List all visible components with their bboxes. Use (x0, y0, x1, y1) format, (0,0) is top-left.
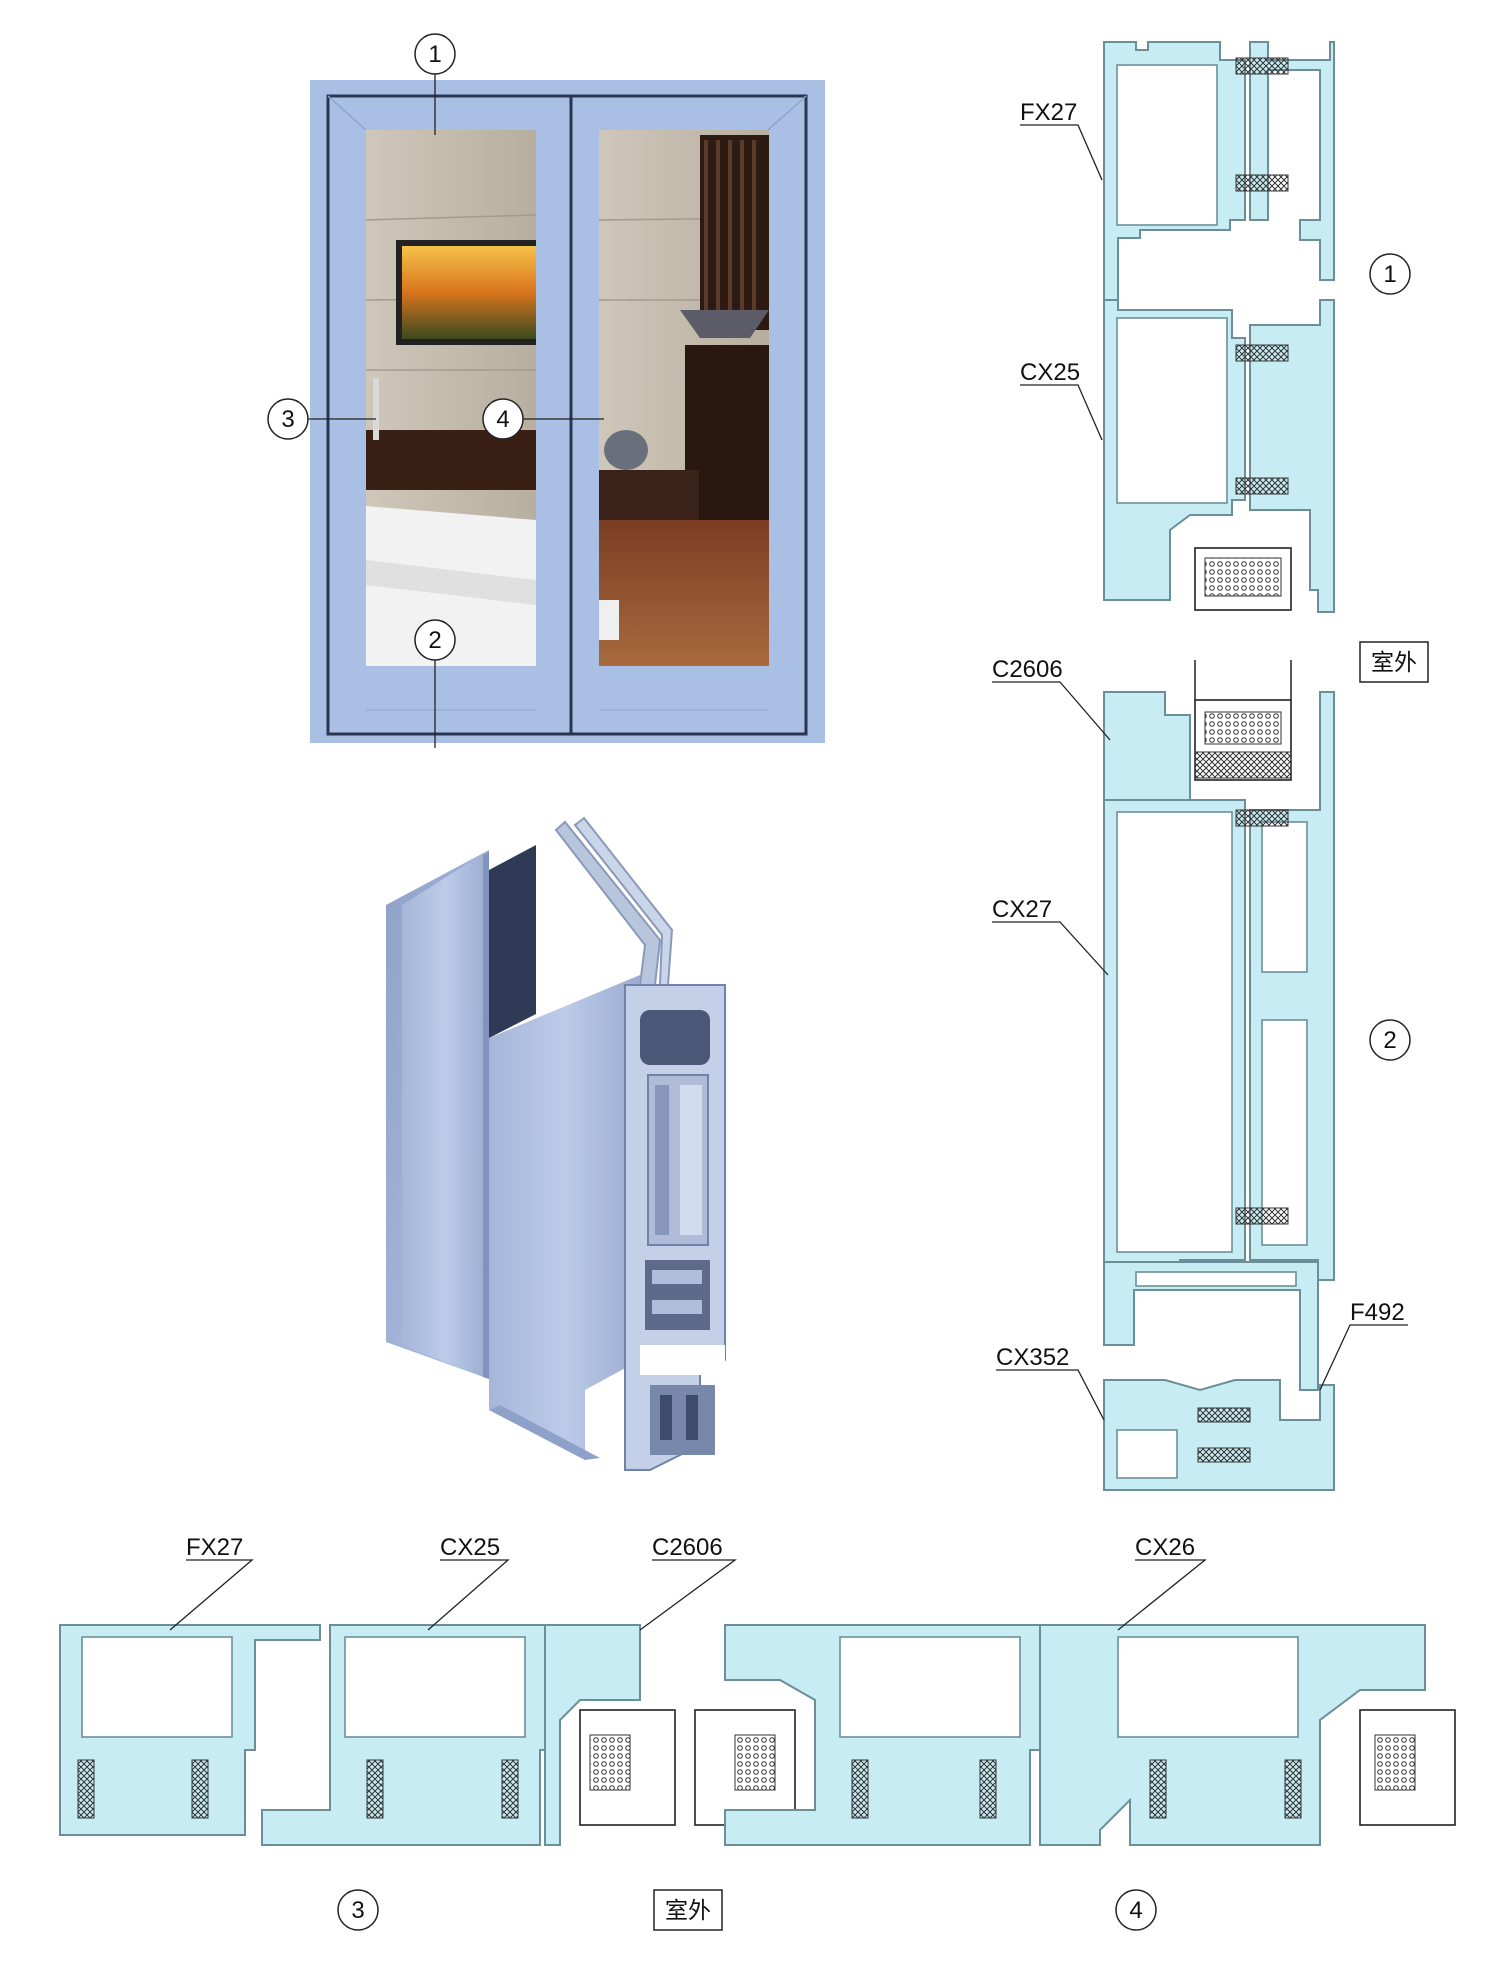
vertical-section-drawing (1103, 41, 1335, 1491)
label-cx352-vertical: CX352 (996, 1344, 1069, 1371)
bowl (680, 310, 769, 338)
callout-4: 4 (496, 406, 509, 433)
thermal-break (1235, 1207, 1289, 1225)
callout-3-circle (267, 398, 309, 440)
window-illustration (310, 80, 825, 743)
profile-3d-render (386, 816, 726, 1471)
outside-tag-vertical: 室外 (1371, 650, 1417, 676)
outside-tag-horizontal: 室外 (665, 1898, 711, 1924)
profile-c2606-horizontal (544, 1624, 641, 1846)
thermal-break (77, 1759, 95, 1819)
render-sash-face (489, 975, 640, 1460)
label-cx25-vertical: CX25 (1020, 359, 1080, 386)
label-cx26-horizontal: CX26 (1135, 1534, 1195, 1561)
callout-1: 1 (428, 41, 441, 68)
vertical-section-labels: FX27 CX25 C2606 CX27 F492 CX352 1 2 室外 (992, 99, 1429, 1421)
thermal-break (501, 1759, 519, 1819)
outside-tag-box-horizontal (653, 1889, 723, 1931)
thermal-break (1235, 477, 1289, 495)
label-c2606-horizontal: C2606 (652, 1534, 723, 1561)
callout-1-circle (414, 33, 456, 75)
label-cx27-vertical: CX27 (992, 896, 1052, 923)
marker-2: 2 (1383, 1027, 1396, 1054)
tv-screen (402, 246, 536, 339)
label-fx27-vertical: FX27 (1020, 99, 1077, 126)
decor-ball (604, 430, 648, 470)
thermal-break (1284, 1759, 1302, 1819)
thermal-break (1235, 344, 1289, 362)
marker-3: 3 (351, 1897, 364, 1924)
cabinet (366, 430, 536, 490)
thermal-break (979, 1759, 997, 1819)
horizontal-section-drawing (59, 1624, 1456, 1846)
marker-1: 1 (1383, 261, 1396, 288)
thermal-break (1149, 1759, 1167, 1819)
thermal-break (1235, 57, 1289, 75)
thermal-break (1235, 809, 1289, 827)
thermal-break (1197, 1407, 1251, 1423)
label-c2606-vertical: C2606 (992, 656, 1063, 683)
callout-2-circle (414, 619, 456, 661)
label-fx27-horizontal: FX27 (186, 1534, 243, 1561)
render-glass-slot (489, 845, 536, 1038)
callout-4-circle (482, 398, 524, 440)
callout-2: 2 (428, 627, 441, 654)
label-cx25-horizontal: CX25 (440, 1534, 500, 1561)
frame-inner-outline (326, 94, 808, 736)
callout-3: 3 (281, 406, 294, 433)
outside-tag-box-vertical (1359, 641, 1429, 683)
floor (599, 520, 769, 666)
thermal-break (191, 1759, 209, 1819)
marker-4: 4 (1129, 1897, 1142, 1924)
label-f492-vertical: F492 (1350, 1299, 1405, 1326)
vase (373, 378, 379, 440)
thermal-break (1235, 174, 1289, 192)
window-callouts: 1 2 3 4 (267, 33, 604, 748)
thermal-break (851, 1759, 869, 1819)
shelf (700, 135, 769, 330)
thermal-break (366, 1759, 384, 1819)
horizontal-section-labels: FX27 CX25 C2606 CX26 3 4 室外 (169, 1534, 1207, 1931)
thermal-break (1197, 1447, 1251, 1463)
